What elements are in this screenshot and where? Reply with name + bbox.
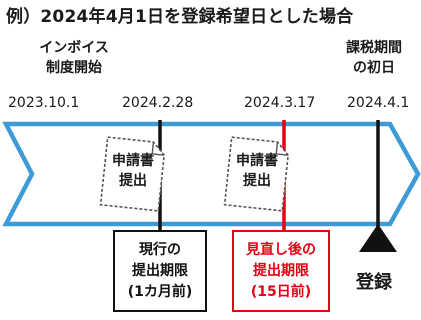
date-revised-deadline: 2024.3.17 <box>244 95 316 111</box>
revised-line3: (15日前) <box>250 284 312 300</box>
header-invoice-line1: インボイス <box>39 40 109 56</box>
revised-deadline-box: 見直し後の 提出期限 (15日前) <box>232 230 330 312</box>
current-line3: (1カ月前) <box>127 284 193 300</box>
header-taxperiod-line2: の初日 <box>353 60 395 76</box>
document-icon <box>223 136 289 212</box>
date-current-deadline: 2024.2.28 <box>122 95 194 111</box>
doc1-line1: 申請書 <box>112 153 154 169</box>
doc2-line1: 申請書 <box>236 153 278 169</box>
doc1-line2: 提出 <box>119 173 147 189</box>
doc2-line2: 提出 <box>243 173 271 189</box>
header-taxperiod-line1: 課税期間 <box>346 40 402 56</box>
current-deadline-box: 現行の 提出期限 (1カ月前) <box>113 230 207 312</box>
timeline-arrow-band <box>2 121 421 227</box>
header-invoice-line2: 制度開始 <box>46 60 102 76</box>
date-registration: 2024.4.1 <box>347 95 410 111</box>
current-line1: 現行の <box>139 242 181 258</box>
current-line2: 提出期限 <box>132 263 188 279</box>
date-invoice-start: 2023.10.1 <box>8 95 80 111</box>
document-icon <box>99 136 165 212</box>
doc2-label: 申請書 提出 <box>224 151 290 191</box>
registration-triangle-icon <box>359 224 397 252</box>
revised-line1: 見直し後の <box>246 242 316 258</box>
page-title: 例）2024年4月1日を登録希望日とした場合 <box>6 7 354 27</box>
doc1-label: 申請書 提出 <box>100 151 166 191</box>
revised-line2: 提出期限 <box>253 263 309 279</box>
registration-label: 登録 <box>356 272 392 293</box>
header-invoice-start: インボイス 制度開始 <box>28 38 120 78</box>
header-tax-period-start: 課税期間 の初日 <box>330 38 418 78</box>
